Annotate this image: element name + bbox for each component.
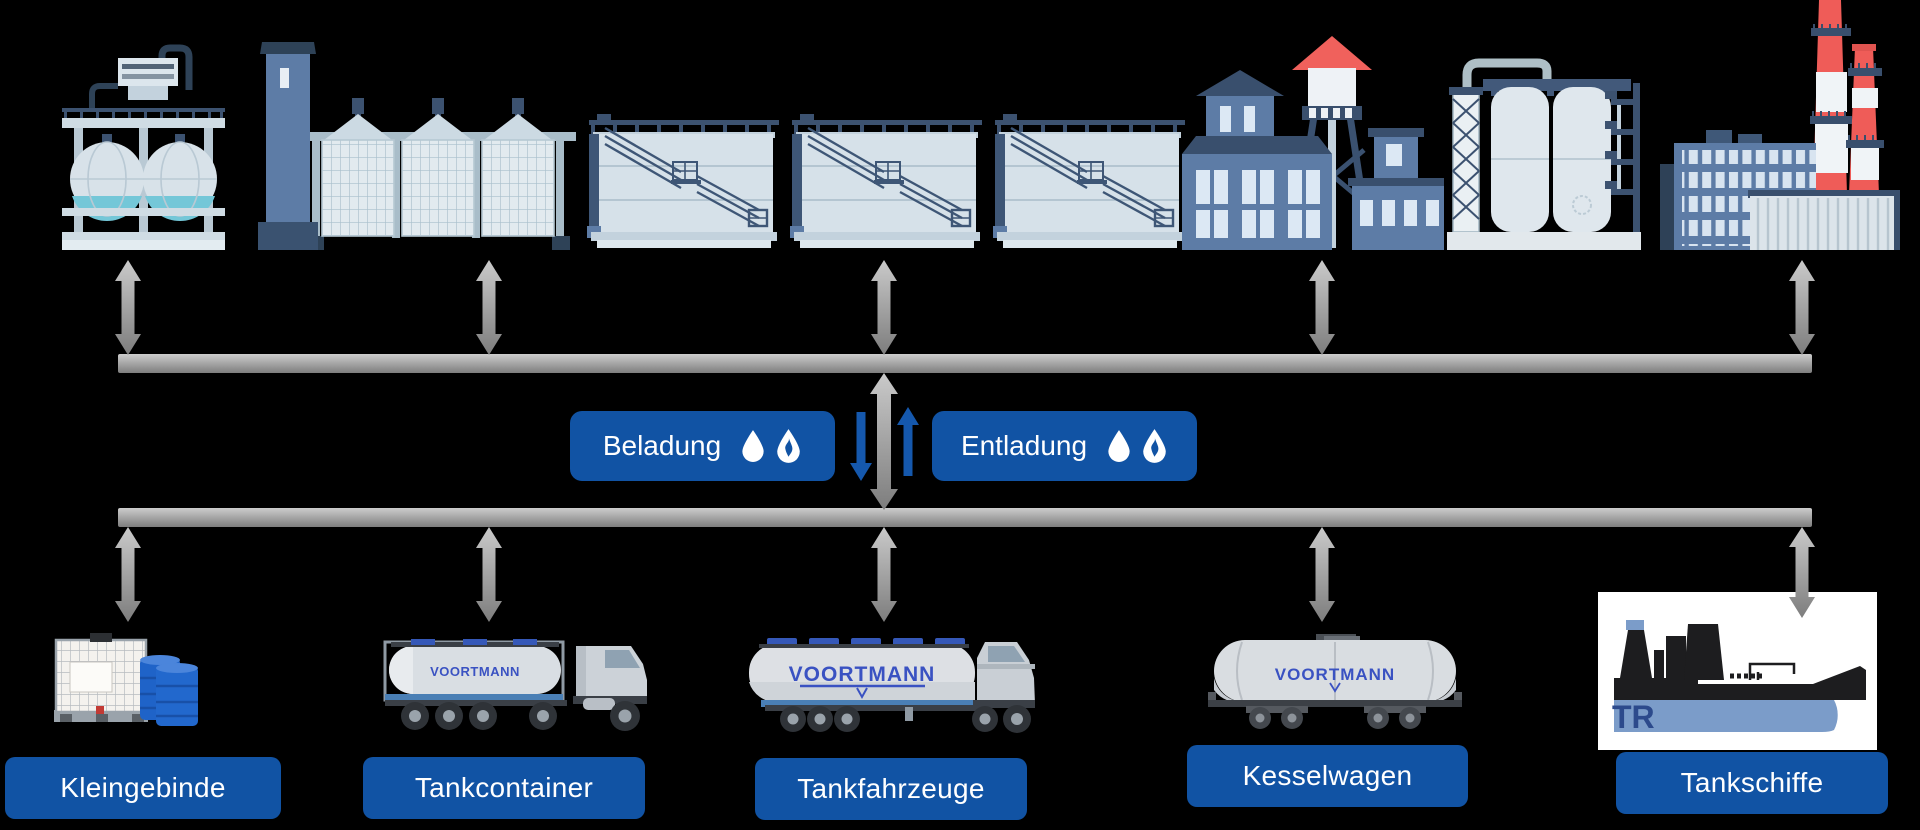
voortmann-logo-text: VOORTMANN	[1275, 665, 1395, 684]
label-text: Kleingebinde	[60, 772, 226, 803]
unloading-up-arrow-icon	[897, 407, 919, 476]
trailer-wheels	[780, 706, 860, 732]
label-tankfahrzeuge: Tankfahrzeuge	[755, 758, 1027, 820]
facility-factory-chimneys-illustration	[1660, 0, 1900, 250]
facility-spherical-tank-plant-illustration	[62, 44, 225, 250]
double-arrow-top-5	[1789, 260, 1815, 355]
voortmann-logo-text: VOORTMANN	[789, 663, 936, 686]
transport-kesselwagen-illustration: VOORTMANN	[1208, 634, 1462, 729]
beladung-label: Beladung	[602, 430, 722, 461]
voortmann-logo-text: VOORTMANN	[430, 664, 520, 679]
transport-kleingebinde-illustration	[54, 633, 198, 726]
bottom-bus-bar	[118, 508, 1812, 527]
flame-droplet-icon	[777, 429, 800, 463]
loading-down-arrow-icon	[850, 412, 872, 481]
facility-silo-plant-illustration	[258, 42, 576, 250]
label-tankschiffe: Tankschiffe	[1616, 752, 1888, 814]
beladung-badge: Beladung	[570, 411, 835, 481]
trailer-wheels	[401, 702, 497, 730]
double-arrow-top-2	[476, 260, 502, 355]
droplet-icon	[1108, 430, 1130, 462]
entladung-badge: Entladung	[932, 411, 1197, 481]
label-text: Tankcontainer	[414, 772, 594, 803]
label-tankcontainer: Tankcontainer	[363, 757, 645, 819]
double-arrow-bottom-3	[871, 527, 897, 622]
ship-superstructure	[1620, 620, 1724, 680]
blue-drum-front	[156, 663, 198, 726]
double-arrow-bottom-1	[115, 527, 141, 622]
transport-tankcontainer-truck-illustration: VOORTMANN	[383, 639, 647, 731]
label-kleingebinde: Kleingebinde	[5, 757, 281, 819]
label-text: Tankschiffe	[1680, 767, 1824, 798]
double-arrow-top-3	[871, 260, 897, 355]
double-arrow-bottom-5	[1789, 527, 1815, 618]
double-arrow-top-1	[115, 260, 141, 355]
facility-storage-tank-farm-illustration	[585, 114, 1185, 250]
center-exchange-double-arrow	[870, 373, 898, 510]
label-text: Tankfahrzeuge	[797, 773, 985, 804]
double-arrow-bottom-4	[1309, 527, 1335, 622]
label-kesselwagen: Kesselwagen	[1187, 745, 1468, 807]
facility-factory-water-tower-illustration	[1182, 36, 1444, 250]
flame-droplet-icon	[1143, 429, 1166, 463]
double-arrow-bottom-2	[476, 527, 502, 622]
droplet-icon	[742, 430, 764, 462]
transport-tankfahrzeug-illustration: VOORTMANN	[749, 638, 1035, 733]
double-arrow-top-4	[1309, 260, 1335, 355]
top-bus-bar	[118, 354, 1812, 373]
entladung-label: Entladung	[960, 430, 1088, 461]
label-text: Kesselwagen	[1242, 760, 1413, 791]
transport-tankschiff-illustration: TR	[1598, 592, 1877, 750]
facility-chemical-plant-illustration	[1447, 58, 1641, 250]
bogies	[1246, 706, 1426, 729]
ship-hull-text: TR	[1612, 699, 1655, 735]
